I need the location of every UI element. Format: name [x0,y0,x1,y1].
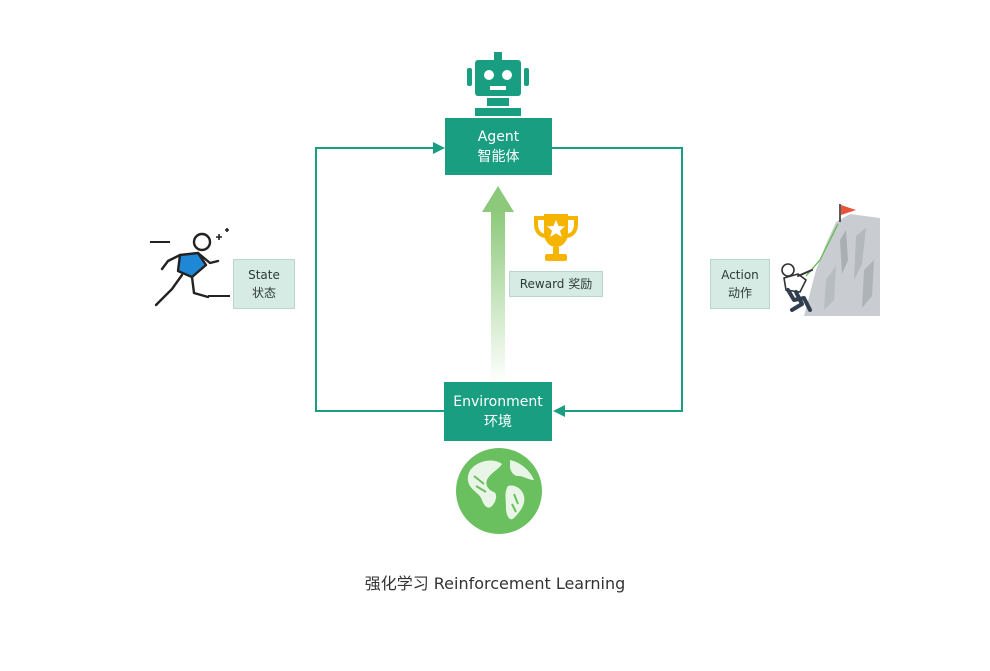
reward-arrow [482,186,514,382]
agent-label-zh: 智能体 [477,148,520,165]
agent-label-en: Agent [477,128,520,145]
climber-icon [781,204,880,316]
state-label: State 状态 [233,259,295,309]
agent-node: Agent 智能体 [445,118,552,175]
action-label-en: Action [721,268,759,282]
action-label: Action 动作 [710,259,770,309]
reward-label: Reward 奖励 [509,271,603,297]
environment-label-en: Environment [453,393,543,410]
robot-icon [467,52,529,116]
action-label-zh: 动作 [727,286,752,300]
state-label-zh: 状态 [251,286,276,300]
reward-text: Reward 奖励 [519,277,593,291]
state-connector [315,142,445,412]
action-connector [552,147,683,417]
runner-icon [150,228,230,307]
state-label-en: State [248,268,280,282]
environment-label-zh: 环境 [484,413,512,430]
trophy-icon [534,214,578,261]
diagram-caption: 强化学习 Reinforcement Learning [364,574,626,593]
globe-icon [456,448,542,534]
environment-node: Environment 环境 [444,382,552,441]
